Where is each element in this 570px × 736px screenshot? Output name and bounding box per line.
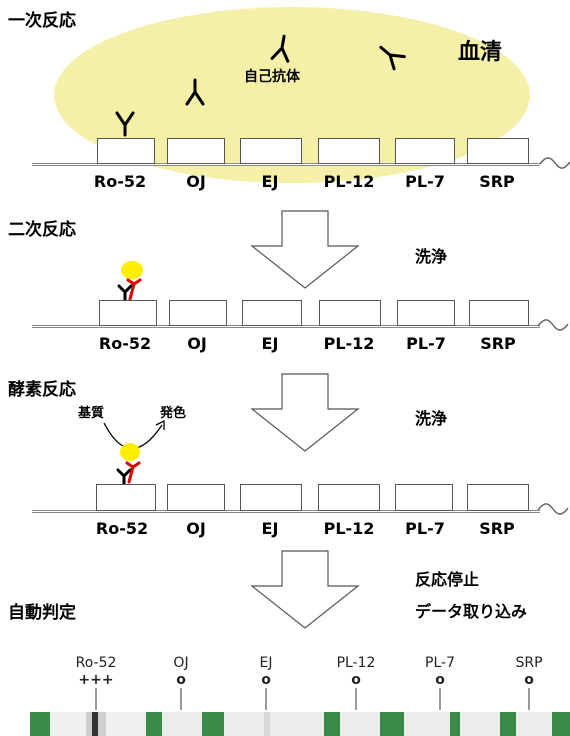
step-secondary-title: 二次反応 xyxy=(8,220,76,240)
antigen-label: PL-12 xyxy=(323,334,375,353)
antigen-box xyxy=(469,300,529,326)
antigen-label: EJ xyxy=(261,519,279,538)
antigen-box xyxy=(318,484,380,511)
antigen-box xyxy=(395,138,455,164)
antigen-box xyxy=(395,484,453,511)
antibody-icons xyxy=(115,34,406,137)
antigen-label: OJ xyxy=(186,172,206,191)
antibody-icon xyxy=(115,111,135,137)
conjugate-complex xyxy=(117,261,143,302)
antigen-box xyxy=(169,300,227,326)
step-enzyme-title: 酵素反応 xyxy=(8,380,76,400)
wash-label-2: 洗浄 xyxy=(415,409,448,428)
antibody-icon xyxy=(185,78,205,106)
antigen-box xyxy=(167,138,225,164)
result-antigen-label: Ro-52 xyxy=(75,655,117,671)
result-ticks xyxy=(95,688,530,710)
antigen-label: EJ xyxy=(261,334,279,353)
serum-label: 血清 xyxy=(458,40,503,65)
down-arrow-icon xyxy=(250,210,360,289)
antigen-label: SRP xyxy=(479,519,515,538)
antigen-box xyxy=(318,138,380,164)
antigen-box xyxy=(99,300,157,326)
antigen-box xyxy=(240,484,302,511)
wave-icon xyxy=(539,157,570,169)
result-value: o xyxy=(435,672,445,688)
antigen-box xyxy=(240,138,302,164)
antigen-label: Ro-52 xyxy=(93,172,147,191)
result-antigen-label: SRP xyxy=(515,655,543,671)
capture-label: データ取り込み xyxy=(415,602,528,621)
result-antigen-label: EJ xyxy=(259,655,273,671)
conjugate-complex xyxy=(116,443,141,486)
wash-label-1: 洗浄 xyxy=(415,247,448,266)
antigen-label: SRP xyxy=(480,334,516,353)
result-antigen-label: OJ xyxy=(173,655,189,671)
result-antigen-label: PL-7 xyxy=(425,655,455,671)
result-value: o xyxy=(261,672,271,688)
antigen-label: PL-12 xyxy=(323,172,375,191)
antigen-label: PL-7 xyxy=(405,172,445,191)
antigen-box xyxy=(467,138,529,164)
step-primary-title: 一次反応 xyxy=(8,11,76,31)
antigen-box xyxy=(97,138,155,164)
antigen-label: OJ xyxy=(187,334,207,353)
antigen-label: PL-7 xyxy=(405,519,445,538)
down-arrow-icon xyxy=(250,373,360,452)
strip-scan-image xyxy=(30,712,570,736)
stop-label: 反応停止 xyxy=(415,570,480,589)
antigen-label: PL-7 xyxy=(406,334,446,353)
antigen-box xyxy=(467,484,529,511)
wave-icon xyxy=(537,503,569,515)
substrate-label: 基質 xyxy=(78,406,105,421)
antigen-box xyxy=(96,484,156,511)
wave-icon xyxy=(537,319,569,331)
antigen-box xyxy=(242,300,302,326)
antigen-label: OJ xyxy=(186,519,206,538)
autoantibody-label: 自己抗体 xyxy=(244,69,300,85)
antibody-icon xyxy=(379,45,406,71)
step-auto-title: 自動判定 xyxy=(8,603,76,623)
result-value: o xyxy=(351,672,361,688)
antigen-box xyxy=(167,484,225,511)
down-arrow-icon xyxy=(250,550,360,629)
antibody-icon xyxy=(270,34,290,63)
antigen-label: PL-12 xyxy=(323,519,375,538)
antigen-label: Ro-52 xyxy=(98,334,152,353)
result-value: o xyxy=(176,672,186,688)
antigen-label: SRP xyxy=(479,172,515,191)
antigen-box xyxy=(319,300,381,326)
antigen-label: Ro-52 xyxy=(95,519,149,538)
result-value: o xyxy=(524,672,534,688)
antigen-label: EJ xyxy=(261,172,279,191)
result-antigen-label: PL-12 xyxy=(336,655,376,671)
color-label: 発色 xyxy=(160,406,187,421)
antigen-box xyxy=(397,300,455,326)
result-value: +++ xyxy=(78,672,114,688)
